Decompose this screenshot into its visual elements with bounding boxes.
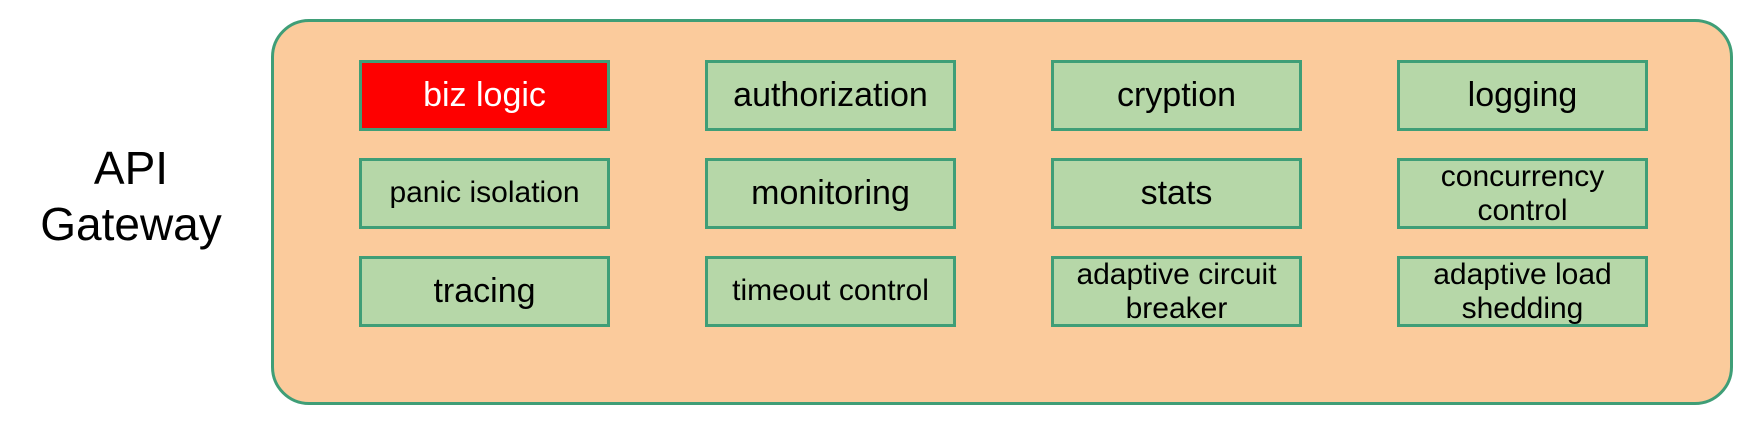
api-gateway-container: biz logic authorization cryption logging…: [271, 19, 1733, 405]
capability-grid: biz logic authorization cryption logging…: [359, 60, 1649, 327]
capability-box-cryption[interactable]: cryption: [1051, 60, 1302, 131]
page-title: API Gateway: [40, 142, 222, 251]
capability-box-panic-isolation[interactable]: panic isolation: [359, 158, 610, 229]
capability-box-authorization[interactable]: authorization: [705, 60, 956, 131]
capability-box-stats[interactable]: stats: [1051, 158, 1302, 229]
capability-box-adaptive-load-shedding[interactable]: adaptive load shedding: [1397, 256, 1648, 327]
capability-box-adaptive-circuit-breaker[interactable]: adaptive circuit breaker: [1051, 256, 1302, 327]
capability-box-monitoring[interactable]: monitoring: [705, 158, 956, 229]
capability-box-concurrency-control[interactable]: concurrency control: [1397, 158, 1648, 229]
capability-box-biz-logic[interactable]: biz logic: [359, 60, 610, 131]
capability-box-tracing[interactable]: tracing: [359, 256, 610, 327]
capability-box-logging[interactable]: logging: [1397, 60, 1648, 131]
capability-box-timeout-control[interactable]: timeout control: [705, 256, 956, 327]
